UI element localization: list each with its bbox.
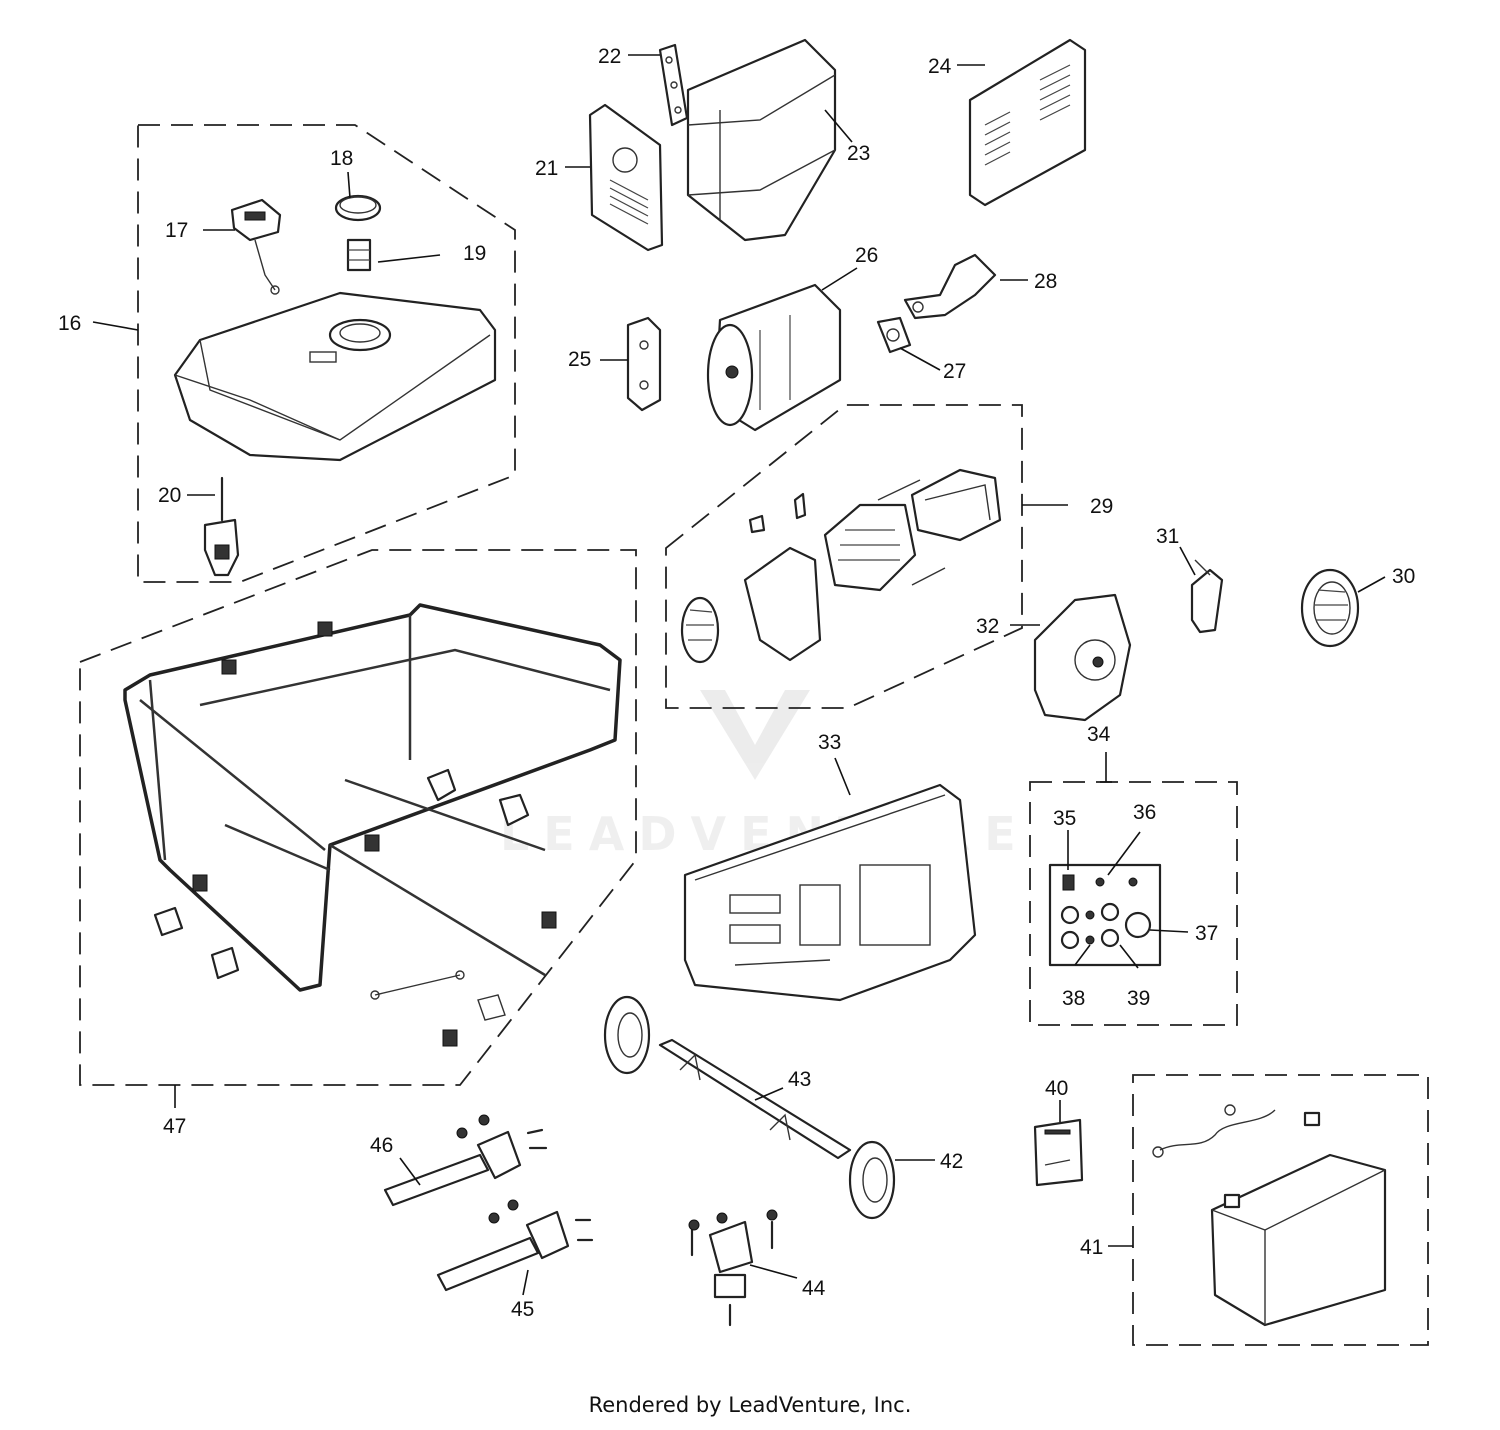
- part-25-bracket: [626, 316, 662, 412]
- part-38-outlet: [1060, 930, 1080, 950]
- part-47-frame: [123, 603, 622, 1047]
- part-39-outlet: [1100, 928, 1120, 948]
- callout-38: 38: [1062, 987, 1085, 1010]
- part-27-gasket: [876, 316, 912, 354]
- part-30-flywheel: [1300, 568, 1360, 648]
- part-35-switch: [1062, 874, 1075, 891]
- footer-credit: Rendered by LeadVenture, Inc.: [588, 1393, 912, 1417]
- part-19-fuel-strainer: [346, 238, 372, 272]
- part-42-wheel: [603, 995, 896, 1220]
- part-33-control-panel-housing: [683, 783, 977, 1002]
- part-18-fuel-cap: [334, 194, 382, 222]
- callout-37: 37: [1195, 922, 1218, 945]
- battery-group-boundary: [1132, 1074, 1429, 1346]
- callout-labels: 22 21 23 24 17 18 19 16 20 25 26 27 28 2…: [58, 45, 1415, 1321]
- callout-35: 35: [1053, 807, 1076, 830]
- part-26-muffler: [706, 283, 842, 432]
- leader-lines: [92, 54, 1386, 1296]
- frame-group-boundary: [79, 549, 637, 1086]
- part-22-gasket-strip: [658, 43, 689, 127]
- callout-20: 20: [158, 484, 181, 507]
- callout-18: 18: [330, 147, 353, 170]
- part-46-handle: [383, 1114, 548, 1207]
- part-34-control-panel: [1048, 863, 1162, 967]
- callout-42: 42: [940, 1150, 963, 1173]
- callout-25: 25: [568, 348, 591, 371]
- callout-27: 27: [943, 360, 966, 383]
- callout-30: 30: [1392, 565, 1415, 588]
- control-panel-group-boundary: [1029, 781, 1238, 1026]
- part-29-alternator-assembly: [680, 468, 1002, 664]
- callout-39: 39: [1127, 987, 1150, 1010]
- callout-32: 32: [976, 615, 999, 638]
- callout-29: 29: [1090, 495, 1113, 518]
- part-31-ignition-coil: [1190, 559, 1224, 634]
- callout-24: 24: [928, 55, 952, 78]
- part-40-owners-manual: [1033, 1118, 1084, 1187]
- callout-47: 47: [163, 1115, 186, 1138]
- callout-21: 21: [535, 157, 558, 180]
- part-41-battery: [1152, 1104, 1387, 1327]
- part-28-exhaust-pipe: [903, 253, 997, 320]
- callout-34: 34: [1087, 723, 1111, 746]
- callout-33: 33: [818, 731, 841, 754]
- part-21-side-panel: [588, 103, 664, 252]
- callout-16: 16: [58, 312, 81, 335]
- watermark-logo: [700, 690, 810, 780]
- callout-28: 28: [1034, 270, 1057, 293]
- fuel-tank-group-boundary: [137, 124, 516, 583]
- part-23-bracket-housing: [686, 38, 837, 242]
- callout-23: 23: [847, 142, 870, 165]
- callout-19: 19: [463, 242, 486, 265]
- part-17-fuel-gauge: [230, 198, 282, 295]
- alternator-group-boundary: [665, 404, 1023, 709]
- callout-46: 46: [370, 1134, 393, 1157]
- callout-31: 31: [1156, 525, 1179, 548]
- part-44-support-foot: [688, 1209, 778, 1327]
- part-45-handle: [436, 1199, 594, 1292]
- part-37-outlet: [1124, 911, 1152, 939]
- part-43-axle: [658, 1038, 852, 1160]
- part-32-engine-housing: [1033, 593, 1132, 722]
- callout-22: 22: [598, 45, 621, 68]
- callout-45: 45: [511, 1298, 534, 1321]
- callout-36: 36: [1133, 801, 1156, 824]
- callout-41: 41: [1080, 1236, 1103, 1259]
- callout-26: 26: [855, 244, 878, 267]
- part-16-fuel-tank: [173, 291, 497, 462]
- callout-43: 43: [788, 1068, 811, 1091]
- callout-44: 44: [802, 1277, 826, 1300]
- part-24-top-cover: [968, 38, 1087, 207]
- callout-17: 17: [165, 219, 188, 242]
- part-20-fuel-valve: [203, 476, 240, 577]
- callout-40: 40: [1045, 1077, 1068, 1100]
- part-36-breaker: [1095, 877, 1105, 887]
